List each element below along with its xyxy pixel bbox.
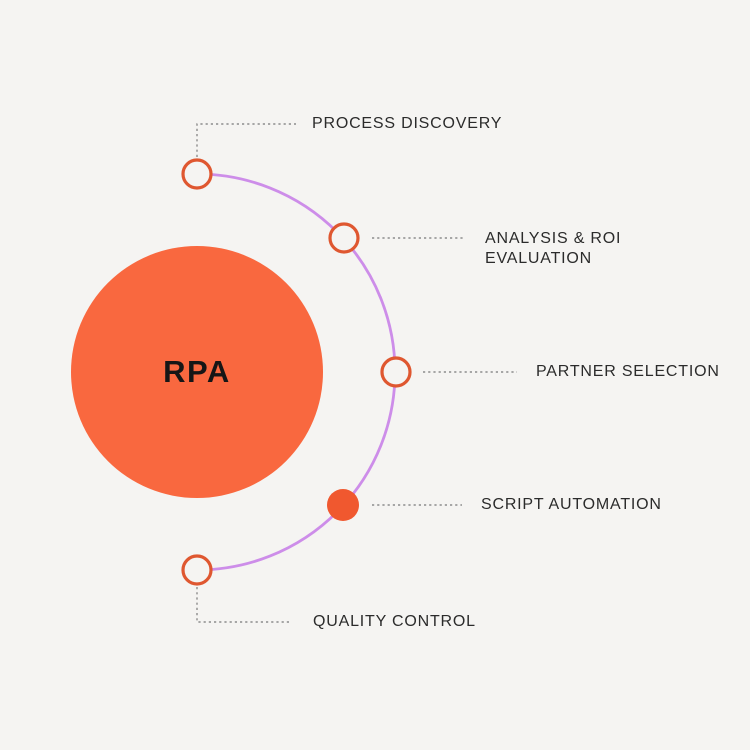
connector-process-discovery: [196, 123, 296, 157]
label-analysis-roi-evaluation: ANALYSIS & ROI EVALUATION: [485, 230, 622, 267]
node-quality-control-icon: [181, 554, 213, 586]
connector-quality-control: [196, 587, 292, 623]
node-partner-selection-icon: [380, 356, 412, 388]
node-script-automation-icon: [327, 489, 359, 521]
rpa-label: RPA: [163, 354, 231, 389]
rpa-circle: RPA: [71, 246, 323, 498]
label-script-automation: SCRIPT AUTOMATION: [481, 496, 662, 513]
node-process-discovery-icon: [181, 158, 213, 190]
label-partner-selection: PARTNER SELECTION: [536, 363, 720, 380]
label-process-discovery: PROCESS DISCOVERY: [312, 115, 503, 132]
node-analysis-roi-evaluation-icon: [328, 222, 360, 254]
label-quality-control: QUALITY CONTROL: [313, 613, 476, 630]
